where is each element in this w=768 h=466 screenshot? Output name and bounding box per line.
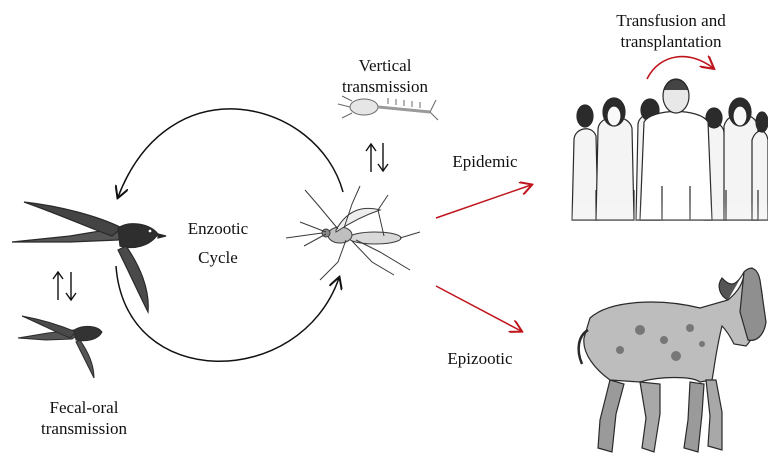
transfusion-label-line1: Transfusion and <box>596 10 746 31</box>
fecal-oral-label: Fecal-oral transmission <box>14 397 154 439</box>
mosquito-icon <box>286 186 420 280</box>
larva-icon <box>338 96 438 120</box>
epizootic-arrow <box>436 286 521 331</box>
vertical-bidirectional-arrow <box>366 143 388 172</box>
transfusion-label-line2: transplantation <box>596 31 746 52</box>
enzootic-label-line2: Cycle <box>168 247 268 268</box>
vertical-transmission-label: Vertical transmission <box>320 55 450 97</box>
cycle-arrow-bottom <box>116 266 339 361</box>
fecal-label-line2: transmission <box>14 418 154 439</box>
swallow-large-icon <box>12 202 166 312</box>
fecal-bidirectional-arrow <box>53 272 76 300</box>
people-crowd-icon <box>568 79 768 220</box>
vertical-label-line2: transmission <box>320 76 450 97</box>
swallow-small-icon <box>18 316 102 378</box>
epidemic-label: Epidemic <box>440 151 530 172</box>
vertical-label-line1: Vertical <box>320 55 450 76</box>
cycle-arrow-top <box>118 109 343 197</box>
epizootic-label: Epizootic <box>430 348 530 369</box>
enzootic-cycle-label: Enzootic Cycle <box>168 218 268 268</box>
transfusion-arrow <box>647 57 713 79</box>
horse-icon <box>579 268 766 452</box>
epidemic-arrow <box>436 185 531 218</box>
fecal-label-line1: Fecal-oral <box>14 397 154 418</box>
enzootic-label-line1: Enzootic <box>168 218 268 239</box>
transfusion-label: Transfusion and transplantation <box>596 10 746 52</box>
